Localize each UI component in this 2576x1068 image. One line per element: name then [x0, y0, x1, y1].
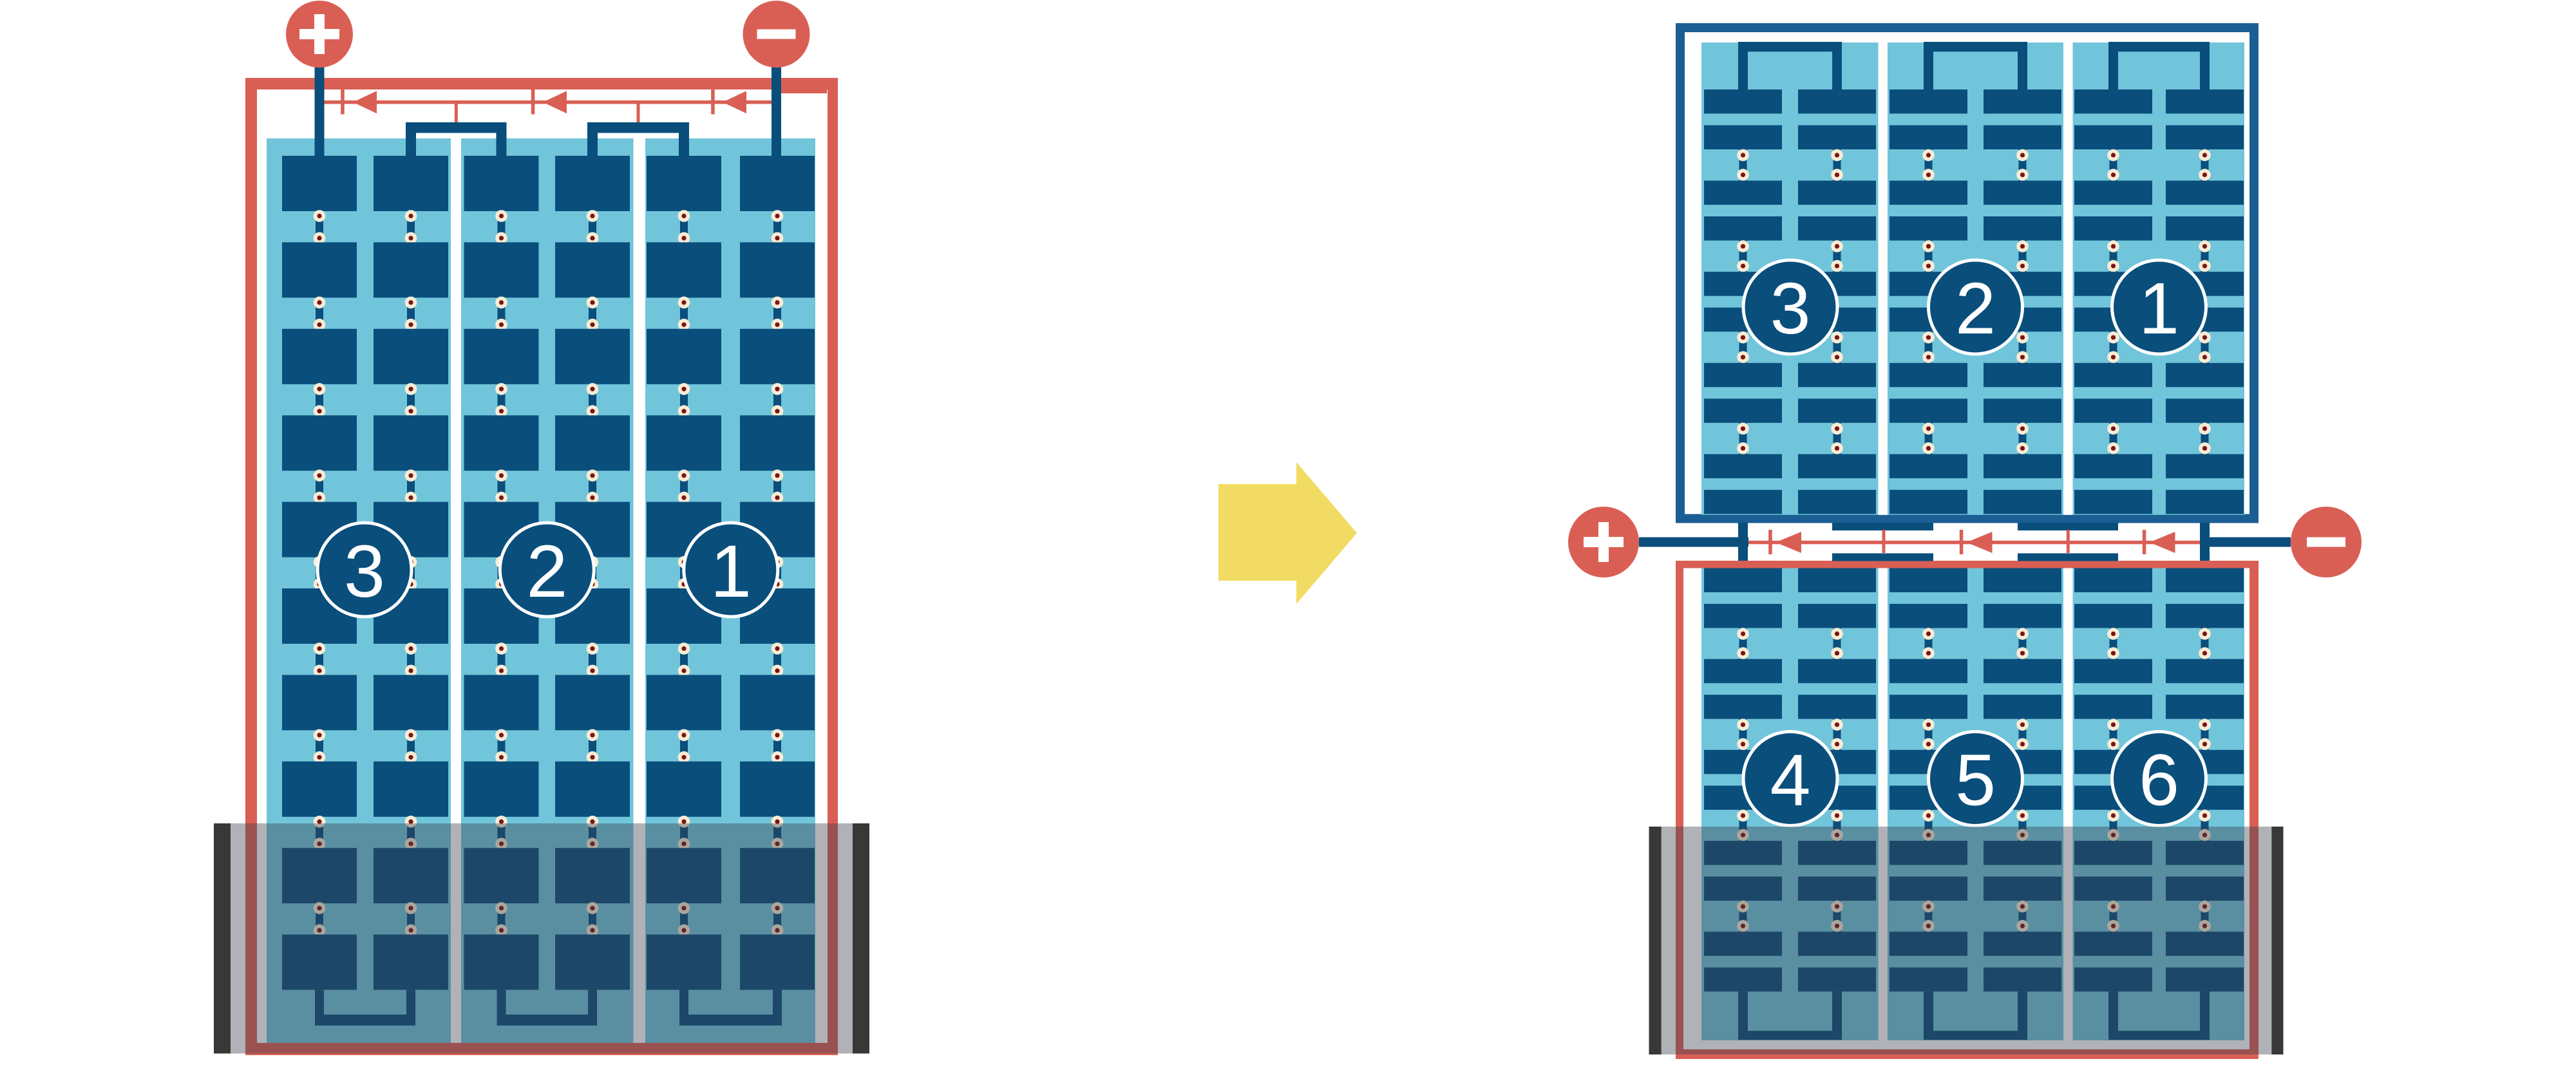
svg-text:2: 2 [526, 530, 567, 613]
svg-text:1: 1 [2139, 268, 2179, 349]
svg-text:6: 6 [2139, 740, 2179, 821]
svg-text:3: 3 [344, 530, 385, 613]
svg-text:1: 1 [710, 530, 752, 613]
svg-text:3: 3 [1770, 268, 1811, 349]
svg-text:4: 4 [1770, 740, 1811, 821]
svg-text:5: 5 [1955, 740, 1996, 821]
svg-text:2: 2 [1955, 268, 1996, 349]
